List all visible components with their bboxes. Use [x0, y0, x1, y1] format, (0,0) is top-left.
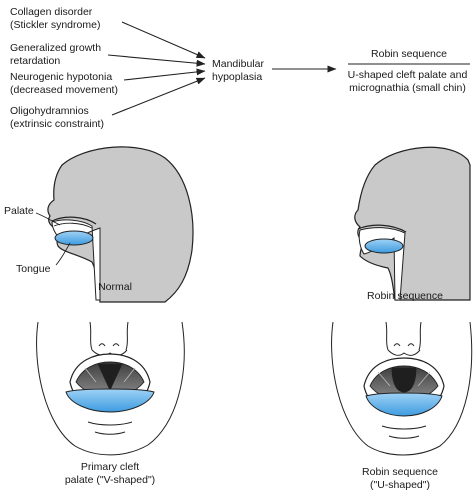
right-face-caption: Robin sequence ("U-shaped"): [345, 466, 455, 491]
cause-oligohydramnios: Oligohydramnios (extrinsic constraint): [10, 105, 104, 130]
cause-collagen-line1: Collagen disorder: [10, 6, 100, 19]
outcome-description: U-shaped cleft palate and micrognathia (…: [342, 69, 473, 94]
outcome-line2: micrognathia (small chin): [342, 82, 473, 95]
right-face-caption-line2: ("U-shaped"): [345, 479, 455, 492]
arrow-hypotonia: [124, 71, 205, 80]
right-lower-tongue: [366, 393, 442, 416]
central-line1: Mandibular: [212, 58, 264, 71]
arrow-oligohydramnios: [112, 78, 205, 115]
cleft-face-right: [332, 322, 472, 455]
cause-oligohydramnios-line2: (extrinsic constraint): [10, 118, 104, 131]
cause-growth-line1: Generalized growth: [10, 42, 101, 55]
cleft-face-left: [37, 322, 185, 455]
arrow-growth: [108, 55, 205, 64]
normal-head-profile: [36, 147, 193, 302]
cause-collagen: Collagen disorder (Stickler syndrome): [10, 6, 100, 31]
arrow-collagen: [122, 22, 205, 58]
normal-tongue: [55, 231, 93, 245]
left-face-caption: Primary cleft palate ("V-shaped"): [55, 461, 165, 486]
outcome-line1: U-shaped cleft palate and: [342, 69, 473, 82]
tongue-label: Tongue: [16, 263, 50, 276]
cause-growth: Generalized growth retardation: [10, 42, 101, 67]
cause-hypotonia-line1: Neurogenic hypotonia: [10, 71, 118, 84]
cause-growth-line2: retardation: [10, 55, 101, 68]
right-face-caption-line1: Robin sequence: [345, 466, 455, 479]
robin-profile-caption: Robin sequence: [350, 290, 460, 303]
normal-caption: Normal: [70, 281, 160, 294]
left-face-caption-line2: palate ("V-shaped"): [55, 474, 165, 487]
left-lower-tongue: [66, 389, 154, 412]
central-line2: hypoplasia: [212, 71, 264, 84]
palate-label: Palate: [4, 205, 34, 218]
outcome-title: Robin sequence: [346, 48, 472, 61]
robin-tongue: [365, 239, 403, 253]
central-mandibular-hypoplasia: Mandibular hypoplasia: [212, 58, 264, 83]
robin-head-profile: [355, 147, 470, 300]
cause-collagen-line2: (Stickler syndrome): [10, 19, 100, 32]
left-face-caption-line1: Primary cleft: [55, 461, 165, 474]
cause-oligohydramnios-line1: Oligohydramnios: [10, 105, 104, 118]
cause-hypotonia: Neurogenic hypotonia (decreased movement…: [10, 71, 118, 96]
cause-hypotonia-line2: (decreased movement): [10, 84, 118, 97]
